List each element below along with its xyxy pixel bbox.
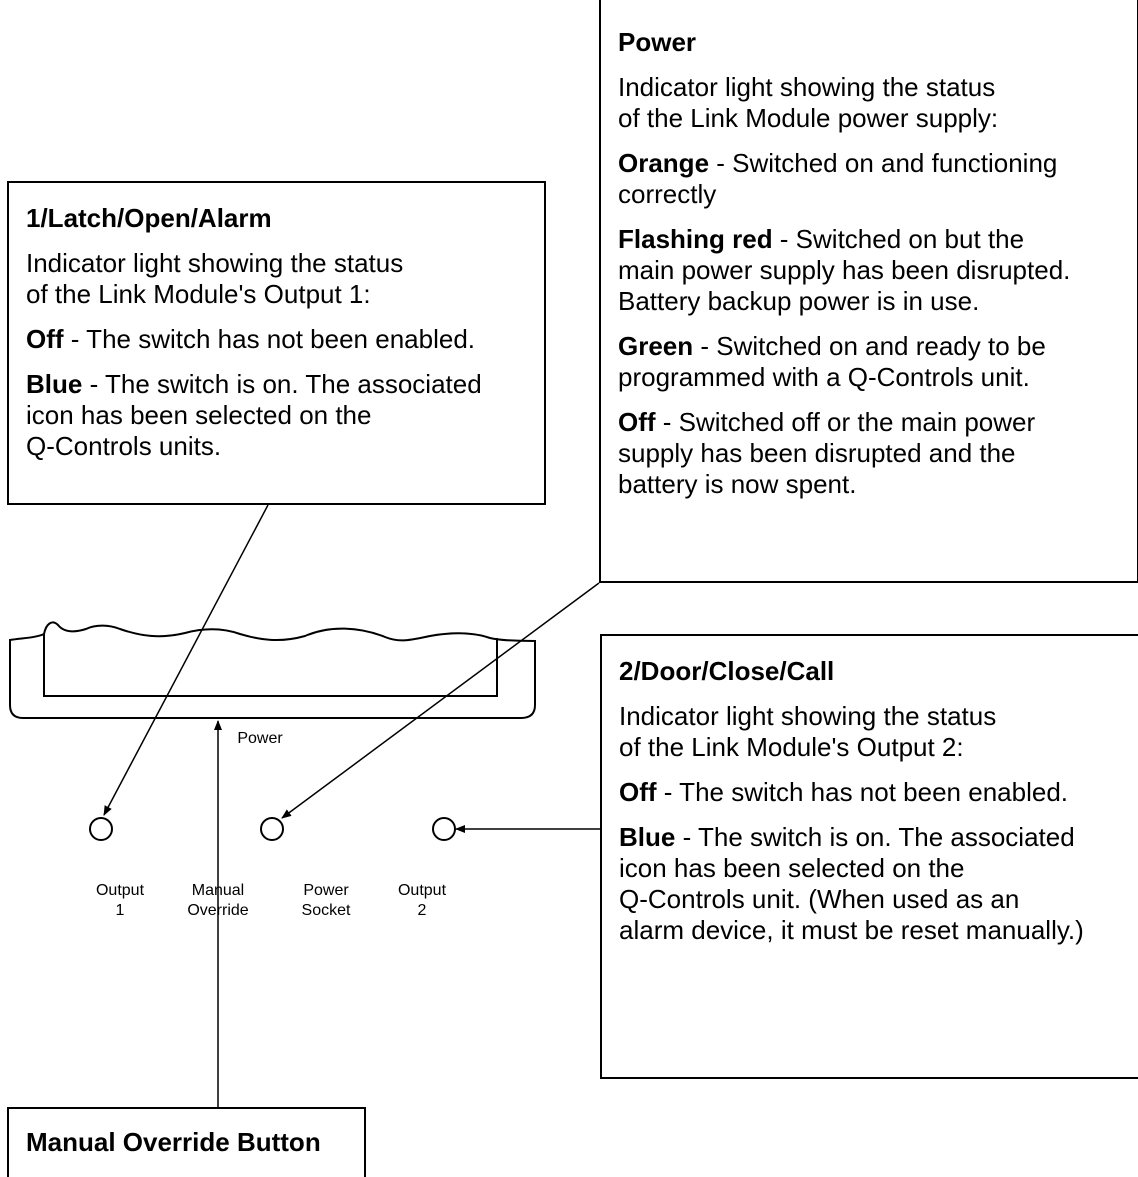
output1-indicator <box>89 817 113 841</box>
arrow-latch <box>103 504 269 816</box>
latch-callout-title: 1/Latch/Open/Alarm <box>26 203 272 233</box>
power-callout-title: Power <box>618 27 697 57</box>
latch-off-desc: Off - The switch has not been enabled. <box>26 324 476 354</box>
latch-blue-desc: Blue - The switch is on. The associated … <box>26 369 482 461</box>
door-intro: Indicator light showing the status of th… <box>619 701 997 762</box>
door-callout-title: 2/Door/Close/Call <box>619 656 835 686</box>
door-off-desc: Off - The switch has not been enabled. <box>619 777 1069 807</box>
power-indicator <box>260 817 284 841</box>
latch-callout-box: 1/Latch/Open/Alarm Indicator light showi… <box>7 181 546 505</box>
output2-label: Output 2 <box>397 882 447 919</box>
power-socket-label: Power Socket <box>301 882 351 919</box>
power-intro: Indicator light showing the status of th… <box>618 72 999 133</box>
power-off-desc: Off - Switched off or the main power sup… <box>618 407 1036 499</box>
output2-indicator <box>432 817 456 841</box>
latch-intro: Indicator light showing the status of th… <box>26 248 404 309</box>
power-callout-box: Power Indicator light showing the status… <box>599 0 1138 583</box>
device-outer-body <box>9 621 536 719</box>
manual-override-label: Manual Override <box>187 882 249 919</box>
override-callout-box: Manual Override Button <box>7 1107 366 1177</box>
power-green-desc: Green - Switched on and ready to be prog… <box>618 331 1046 392</box>
power-orange-desc: Orange - Switched on and functioning cor… <box>618 148 1058 209</box>
override-callout-title: Manual Override Button <box>26 1127 321 1157</box>
power-red-desc: Flashing red - Switched on but the main … <box>618 224 1071 316</box>
output1-label: Output 1 <box>95 882 145 919</box>
door-callout-box: 2/Door/Close/Call Indicator light showin… <box>600 634 1138 1079</box>
arrow-power <box>281 582 600 819</box>
device-power-label: Power <box>237 730 283 747</box>
device-inner-panel <box>43 634 498 697</box>
door-blue-desc: Blue - The switch is on. The associated … <box>619 822 1084 945</box>
